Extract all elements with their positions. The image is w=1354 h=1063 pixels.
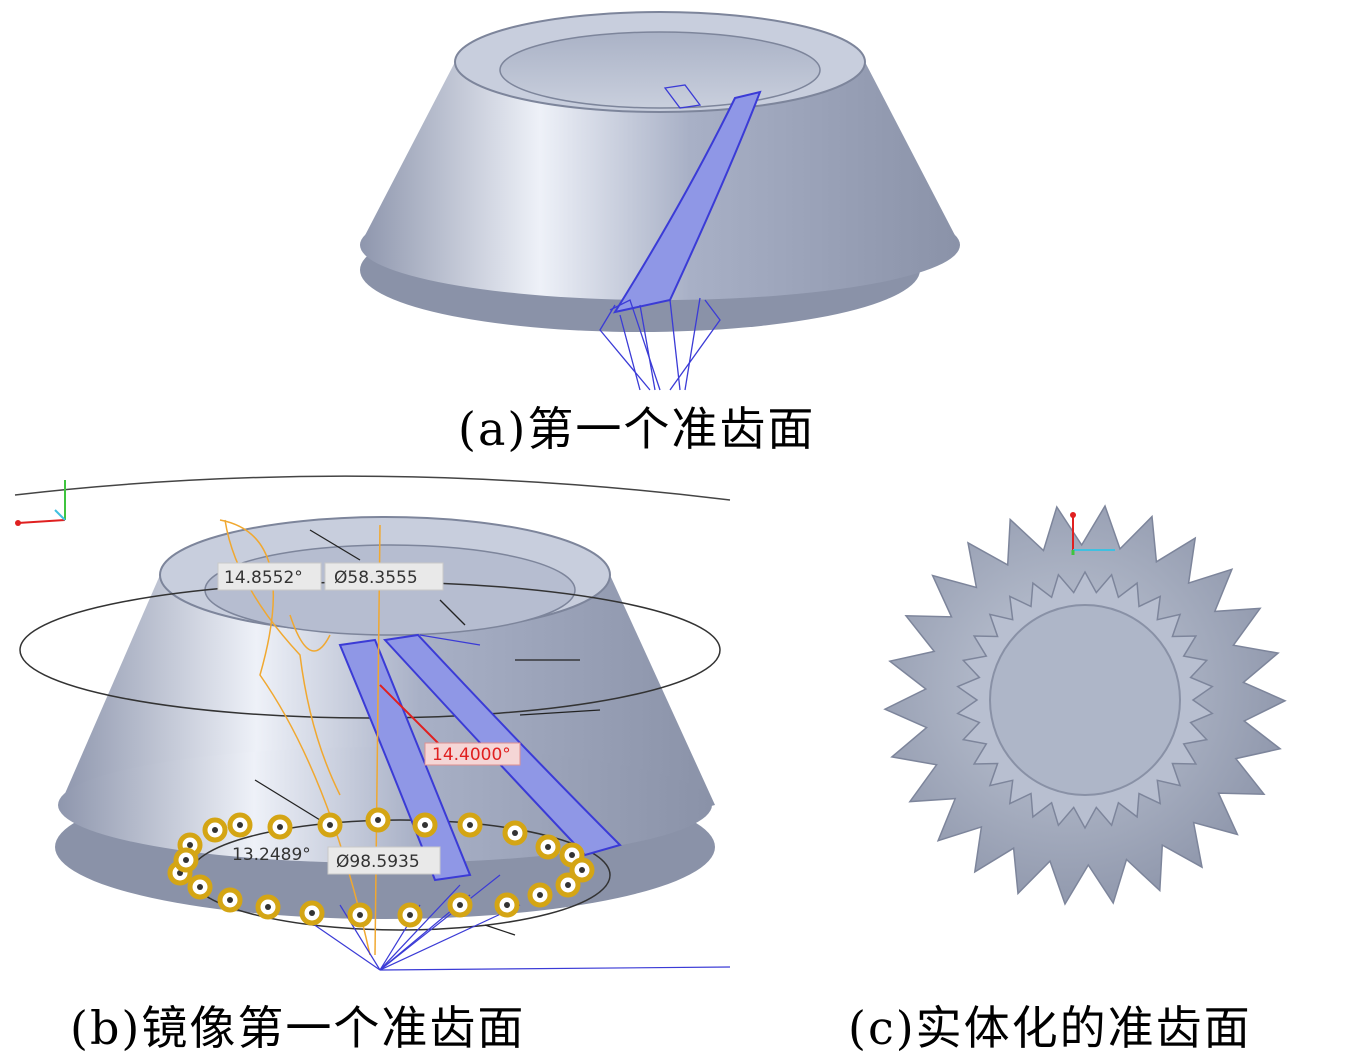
control-handle-dot: [407, 912, 413, 918]
caption-a: (a)第一个准齿面: [458, 402, 816, 456]
control-handle-dot: [504, 902, 510, 908]
control-handles: [167, 807, 595, 928]
inner-bore: [499, 31, 821, 109]
control-handle-dot: [467, 822, 473, 828]
dim-box-diameter-bottom: [327, 846, 441, 875]
control-handle-dot: [212, 827, 218, 833]
dim-box-angle-top: [217, 562, 322, 591]
control-handle-dot: [537, 892, 543, 898]
dim-angle-top: 14.8552°: [224, 568, 303, 588]
axis-triad-icon: [15, 480, 66, 526]
gear-model: [883, 504, 1287, 906]
control-handle-dot: [422, 822, 428, 828]
control-handle-dot: [265, 904, 271, 910]
dim-angle-bottom: 13.2489°: [232, 845, 311, 865]
dim-box-angle-mid: [424, 742, 521, 766]
figure-a-first-tooth-surface: [340, 0, 980, 395]
control-handle-dot: [277, 824, 283, 830]
cone-model-a: [360, 11, 960, 391]
control-handle-dot: [579, 867, 585, 873]
dim-angle-mid: 14.4000°: [432, 745, 511, 765]
control-handle-dot: [237, 822, 243, 828]
control-handle-dot: [565, 882, 571, 888]
gear-hub-face: [989, 604, 1181, 796]
dim-box-diameter-top: [324, 562, 444, 591]
figure-b-mirrored-tooth-surface: 14.4000° 14.8552° Ø58.3555 13.2489° Ø98.…: [0, 475, 735, 985]
control-handle-dot: [545, 844, 551, 850]
control-handle-dot: [183, 857, 189, 863]
axis-triad-icon: [1070, 512, 1115, 555]
dim-diameter-bottom: Ø98.5935: [336, 852, 420, 872]
caption-b: (b)镜像第一个准齿面: [70, 1001, 526, 1055]
tooth-surface-original: [338, 638, 472, 882]
outer-arc: [14, 475, 731, 501]
cone-model-b: 14.4000° 14.8552° Ø58.3555 13.2489° Ø98.…: [14, 475, 731, 971]
control-handle-dot: [457, 902, 463, 908]
control-handle-dot: [227, 897, 233, 903]
control-handle-dot: [569, 852, 575, 858]
figure-c-solid-gear: [880, 500, 1300, 920]
control-handle-dot: [357, 912, 363, 918]
caption-c: (c)实体化的准齿面: [848, 1001, 1252, 1055]
dimension-leaders: [254, 529, 601, 936]
control-handle-dot: [309, 910, 315, 916]
sketch-lines: [599, 84, 721, 391]
control-handle-dot: [512, 830, 518, 836]
dim-diameter-top: Ø58.3555: [334, 568, 418, 588]
control-handle-dot: [187, 842, 193, 848]
control-handle-dot: [327, 822, 333, 828]
control-handle-dot: [197, 884, 203, 890]
control-handle-dot: [375, 817, 381, 823]
